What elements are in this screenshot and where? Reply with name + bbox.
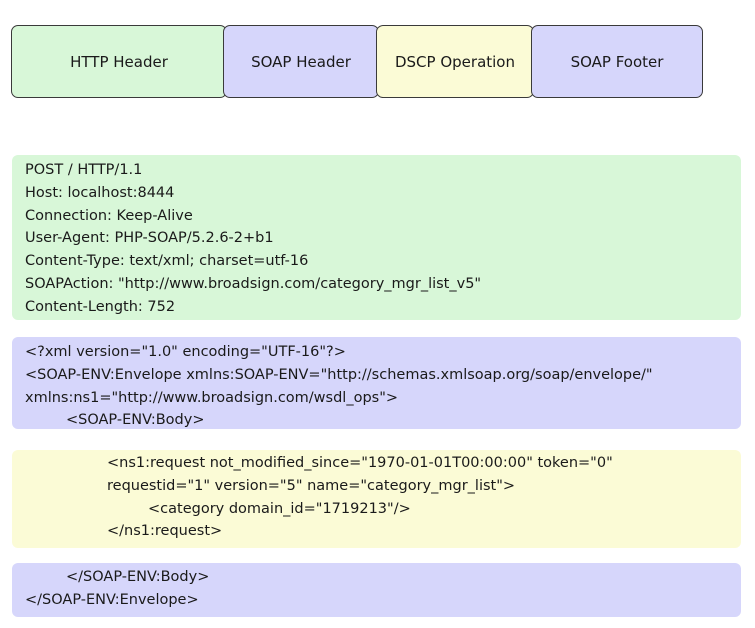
legend-soap-header-label: SOAP Header [251, 52, 351, 71]
http-line: User-Agent: PHP-SOAP/5.2.6-2+b1 [25, 230, 274, 247]
soap-footer-line: </SOAP-ENV:Body> [66, 569, 210, 585]
dscp-line: <category domain_id="1719213"/> [148, 500, 411, 517]
http-line: POST / HTTP/1.1 [25, 162, 143, 178]
dscp-line: <ns1:request not_modified_since="1970-01… [107, 455, 613, 471]
legend-http-header: HTTP Header [11, 25, 227, 98]
soap-header-line: <?xml version="1.0" encoding="UTF-16"?> [25, 344, 346, 360]
legend-http-header-label: HTTP Header [70, 52, 168, 71]
soap-header-line: <SOAP-ENV:Envelope xmlns:SOAP-ENV="http:… [25, 366, 653, 383]
http-header-block: POST / HTTP/1.1 Host: localhost:8444 Con… [12, 155, 741, 320]
dscp-line: </ns1:request> [107, 523, 223, 540]
dscp-line: requestid="1" version="5" name="category… [107, 477, 516, 494]
legend-soap-header: SOAP Header [223, 25, 379, 98]
legend-soap-footer-label: SOAP Footer [570, 52, 664, 71]
legend-dscp-operation-label: DSCP Operation [394, 52, 515, 71]
soap-header-line: xmlns:ns1="http://www.broadsign.com/wsdl… [25, 389, 399, 406]
legend-dscp-operation: DSCP Operation [376, 25, 534, 98]
soap-header-block: <?xml version="1.0" encoding="UTF-16"?> … [12, 337, 741, 429]
legend-soap-footer: SOAP Footer [531, 25, 703, 98]
http-line: Connection: Keep-Alive [25, 207, 193, 224]
http-line: Content-Length: 752 [25, 298, 176, 315]
soap-header-line: <SOAP-ENV:Body> [66, 412, 205, 429]
http-line: Content-Type: text/xml; charset=utf-16 [25, 253, 309, 270]
soap-footer-block: </SOAP-ENV:Body> </SOAP-ENV:Envelope> [12, 563, 741, 617]
soap-footer-line: </SOAP-ENV:Envelope> [25, 591, 199, 608]
dscp-operation-block: <ns1:request not_modified_since="1970-01… [12, 450, 741, 548]
http-line: SOAPAction: "http://www.broadsign.com/ca… [25, 275, 482, 292]
http-line: Host: localhost:8444 [25, 184, 175, 201]
